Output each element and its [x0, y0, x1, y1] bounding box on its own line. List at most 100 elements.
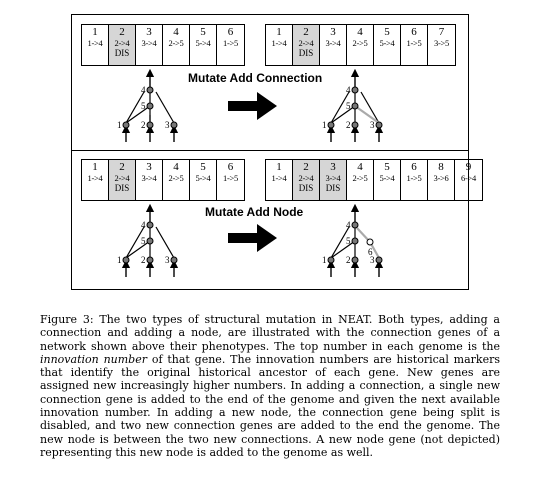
node-label: 4 — [346, 85, 351, 95]
gene-connection: 3->4 — [141, 38, 157, 48]
node-label: 4 — [346, 220, 351, 230]
gene-connection: 1->4 — [87, 38, 103, 48]
gene-innovation-number: 1 — [92, 26, 98, 38]
gene-connection: 1->4 — [271, 38, 287, 48]
gene-innovation-number: 9 — [465, 161, 472, 173]
gene-connection: 3->4 — [325, 173, 341, 183]
bottom-transform-arrow — [228, 224, 277, 252]
gene-connection: 5->4 — [195, 173, 211, 183]
gene-connection: 2->4 — [114, 173, 130, 183]
gene-connection: 2->5 — [168, 38, 184, 48]
figure-caption: Figure 3: The two types of structural mu… — [40, 313, 500, 459]
gene-connection: 3->5 — [434, 38, 449, 48]
gene-innovation-number: 4 — [173, 26, 179, 38]
gene-connection: 2->4 — [298, 38, 314, 48]
node-label: 4 — [141, 85, 146, 95]
node-label: 3 — [165, 120, 170, 130]
gene-innovation-number: 5 — [384, 161, 390, 173]
gene-innovation-number: 6 — [227, 26, 234, 38]
gene-connection: 2->5 — [168, 173, 184, 183]
gene-connection: 6->4 — [461, 173, 476, 183]
gene-innovation-number: 6 — [411, 26, 417, 38]
gene-innovation-number: 3 — [146, 161, 152, 173]
gene-innovation-number: 5 — [200, 26, 206, 38]
gene-disabled-flag: DIS — [298, 183, 314, 193]
gene-innovation-number: 5 — [384, 26, 390, 38]
gene-disabled-flag: DIS — [298, 48, 314, 58]
gene-connection: 2->4 — [298, 173, 314, 183]
gene-innovation-number: 8 — [438, 161, 444, 173]
bottom-child-network — [326, 203, 384, 277]
gene-connection: 1->5 — [223, 38, 238, 48]
gene-connection: 1->4 — [87, 173, 103, 183]
top-parent-network — [121, 68, 179, 142]
gene-disabled-flag: DIS — [114, 48, 130, 58]
gene-innovation-number: 2 — [119, 26, 125, 38]
gene-disabled-flag: DIS — [325, 183, 341, 193]
caption-suffix: of that gene. The innovation numbers are… — [40, 352, 500, 459]
caption-prefix: Figure 3: The two types of structural mu… — [40, 313, 500, 353]
top-panel-title: Mutate Add Connection — [188, 71, 323, 85]
gene-innovation-number: 2 — [119, 161, 125, 173]
gene-connection: 5->4 — [195, 38, 211, 48]
node-label: 2 — [346, 120, 351, 130]
node-label: 1 — [117, 120, 122, 130]
gene-innovation-number: 2 — [303, 26, 309, 38]
gene-connection: 5->4 — [379, 38, 395, 48]
bottom-parent-network — [121, 203, 179, 277]
gene-connection: 1->5 — [406, 173, 422, 183]
node-label: 1 — [117, 255, 122, 265]
gene-innovation-number: 6 — [227, 161, 234, 173]
gene-innovation-number: 4 — [173, 161, 179, 173]
node-label: 3 — [165, 255, 170, 265]
gene-innovation-number: 3 — [330, 161, 336, 173]
gene-innovation-number: 5 — [200, 161, 206, 173]
node-label: 2 — [141, 120, 146, 130]
node-label: 1 — [322, 255, 327, 265]
node-label: 5 — [141, 101, 146, 111]
node-label: 5 — [346, 101, 351, 111]
gene-connection: 3->6 — [433, 173, 449, 183]
gene-connection: 3->4 — [141, 173, 157, 183]
node-label: 4 — [141, 220, 146, 230]
gene-innovation-number: 1 — [276, 26, 282, 38]
gene-connection: 2->5 — [352, 173, 368, 183]
gene-innovation-number: 1 — [92, 161, 98, 173]
gene-connection: 1->5 — [406, 38, 422, 48]
top-child-network — [326, 68, 384, 142]
panel-divider — [72, 150, 468, 151]
gene-connection: 3->4 — [325, 38, 341, 48]
bottom-panel-title: Mutate Add Node — [205, 205, 304, 219]
gene-connection: 2->4 — [114, 38, 130, 48]
gene-innovation-number: 4 — [357, 161, 363, 173]
gene-innovation-number: 3 — [146, 26, 152, 38]
node-label: 2 — [141, 255, 146, 265]
network-diagrams: 1 2 3 5 4 1 2 3 5 4 1 2 3 5 4 1 2 3 5 4 … — [117, 68, 384, 277]
